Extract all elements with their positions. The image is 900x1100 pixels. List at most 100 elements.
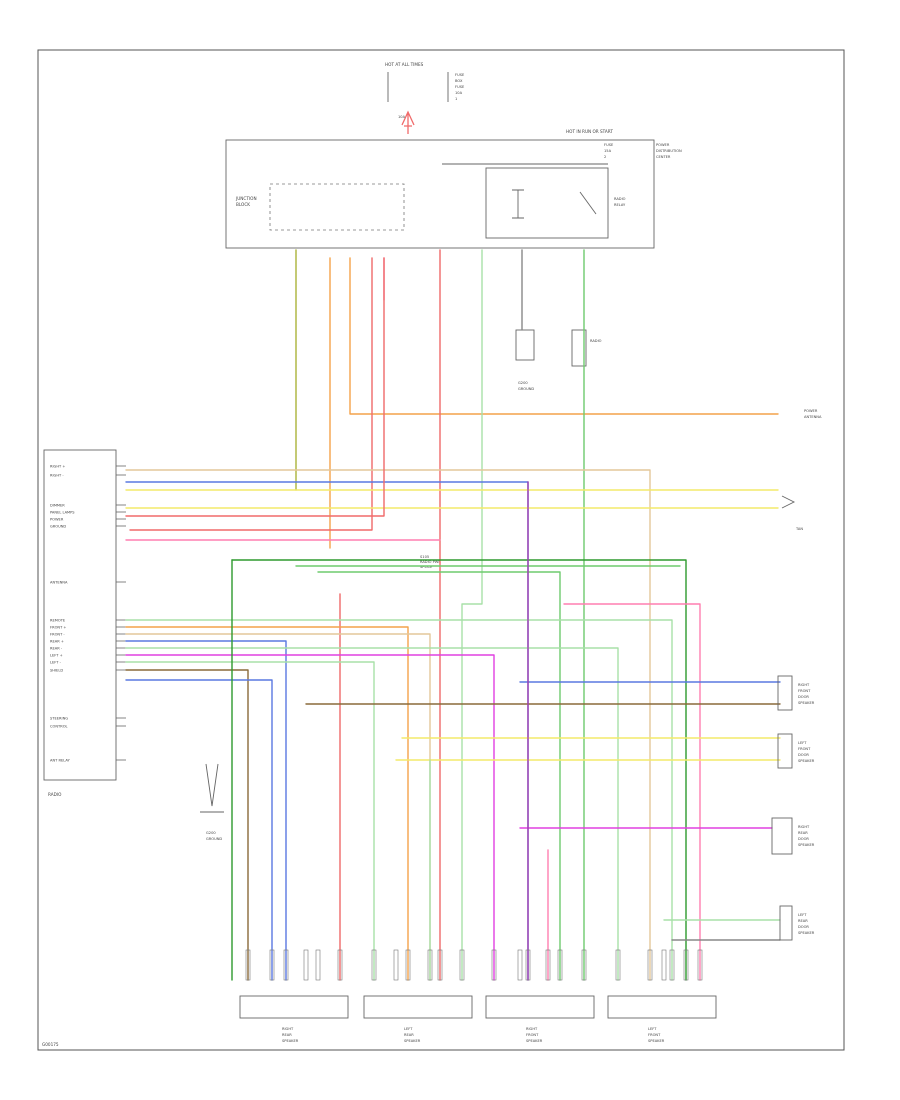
radio-pin-label: CONTROL xyxy=(50,725,68,729)
green-wire xyxy=(317,571,561,981)
fuse-line-2: BOX xyxy=(455,79,463,83)
connector-terminal xyxy=(269,949,275,981)
rr-door-2: REAR xyxy=(798,831,808,835)
connector-terminal xyxy=(371,949,377,981)
connector-terminal xyxy=(517,949,523,981)
tan-wire xyxy=(125,469,651,981)
connector-terminal xyxy=(669,949,675,981)
blue-wire xyxy=(125,640,287,981)
rr-door-speaker-box xyxy=(771,817,793,855)
radio-pin-label: REAR + xyxy=(50,640,64,644)
radio-pin-label: LEFT + xyxy=(50,654,63,658)
ltgreen-wire xyxy=(125,619,673,981)
ltgreen-wire xyxy=(125,661,375,981)
lfs-1: LEFT xyxy=(648,1027,657,1031)
ign-line-1: FUSE xyxy=(604,143,614,147)
rrs-3: SPEAKER xyxy=(282,1039,299,1043)
connector-terminal xyxy=(393,949,399,981)
splice-label-3: SPLICE xyxy=(420,565,433,569)
lrs-3: SPEAKER xyxy=(404,1039,421,1043)
lr-door-speaker-box xyxy=(779,905,793,941)
radio-pin-label: RIGHT - xyxy=(50,474,64,478)
splice-label-1: S105 xyxy=(420,555,429,559)
rfs-2: FRONT xyxy=(526,1033,539,1037)
radio-pin-label: ANTENNA xyxy=(50,581,68,585)
orange-wire xyxy=(125,626,409,981)
connector-terminal xyxy=(437,949,443,981)
ground-symbol-icon xyxy=(200,763,224,813)
antenna-label-1: POWER xyxy=(804,409,818,413)
radio-pin-label: REMOTE xyxy=(50,619,66,623)
blue-wire xyxy=(125,679,273,981)
connector-terminal xyxy=(337,949,343,981)
jb-inner-box xyxy=(269,183,405,231)
connector-terminal xyxy=(459,949,465,981)
connector-terminal xyxy=(245,949,251,981)
relay-diode-box xyxy=(515,329,535,361)
tan-wire xyxy=(125,633,431,981)
ign-title: HOT IN RUN OR START xyxy=(566,129,613,134)
radio-pin-label: LEFT - xyxy=(50,661,62,665)
blue-wire xyxy=(125,481,529,981)
ltgreen-wire xyxy=(125,647,619,981)
antenna-label-2: ANTENNA xyxy=(804,415,822,419)
diagram-frame xyxy=(37,49,845,1051)
fuse-amp-label: 10A xyxy=(398,115,406,119)
rf-door-2: FRONT xyxy=(798,689,811,693)
pdc-2: DISTRIBUTION xyxy=(656,149,682,153)
red-wire xyxy=(125,257,385,517)
rr-door-1: RIGHT xyxy=(798,825,810,829)
bottom-speakers: RIGHT REAR SPEAKER LEFT REAR SPEAKER RIG… xyxy=(239,995,717,1043)
radio-pin-label: REAR - xyxy=(50,647,63,651)
radio-pin-label: FRONT - xyxy=(50,633,65,637)
ground-label-1: G200 xyxy=(206,831,216,835)
gnd-label-1: G200 xyxy=(518,381,528,385)
lfs-3: SPEAKER xyxy=(648,1039,665,1043)
connector-terminal xyxy=(491,949,497,981)
connector-terminal xyxy=(581,949,587,981)
connector-terminal xyxy=(525,949,531,981)
ground-label-2: GROUND xyxy=(206,837,222,841)
rrs-1: RIGHT xyxy=(282,1027,294,1031)
connector-terminal xyxy=(683,949,689,981)
rfs-3: SPEAKER xyxy=(526,1039,543,1043)
res-label: RADIO xyxy=(590,339,602,343)
radio-pin-label: FRONT + xyxy=(50,626,66,630)
radio-pin-label: POWER xyxy=(50,518,64,522)
lf-door-3: DOOR xyxy=(798,753,809,757)
connector-terminal xyxy=(315,949,321,981)
orange-wire xyxy=(349,257,779,415)
radio-pin-label: GROUND xyxy=(50,525,66,529)
connector-terminal xyxy=(615,949,621,981)
relay-coil-icon xyxy=(512,189,524,219)
jb-label-2: BLOCK xyxy=(236,202,250,207)
radio-pin-label: STEERING xyxy=(50,717,68,721)
relay-box xyxy=(485,167,609,239)
lr-door-1: LEFT xyxy=(798,913,807,917)
magenta-wire xyxy=(125,654,495,981)
lf-door-speaker-box xyxy=(777,733,793,769)
fuse-box-title: HOT AT ALL TIMES xyxy=(385,62,424,67)
fuse-line-3: FUSE xyxy=(455,85,465,89)
rf-door-4: SPEAKER xyxy=(798,701,815,705)
radio-label: RADIO xyxy=(48,792,62,797)
brown-wire xyxy=(125,669,249,981)
lfs-2: FRONT xyxy=(648,1033,661,1037)
rr-door-3: DOOR xyxy=(798,837,809,841)
lr-door-4: SPEAKER xyxy=(798,931,815,935)
fuse-line-5: 1 xyxy=(455,97,457,101)
rf-door-1: RIGHT xyxy=(798,683,810,687)
radio-pin-label: PANEL LAMPS xyxy=(50,511,75,515)
left-rear-speaker-box xyxy=(363,995,473,1019)
connector-terminal xyxy=(661,949,667,981)
lf-door-1: LEFT xyxy=(798,741,807,745)
connector-terminal xyxy=(697,949,703,981)
right-rear-speaker-box xyxy=(239,995,349,1019)
left-front-speaker-box xyxy=(607,995,717,1019)
right-components: POWER ANTENNA TAN RIGHT FRONT DOOR SPEAK… xyxy=(771,409,822,941)
radio-pin-label: SHIELD xyxy=(50,669,63,673)
ign-line-2: 15A xyxy=(604,149,612,153)
junction-block-box xyxy=(225,139,655,249)
